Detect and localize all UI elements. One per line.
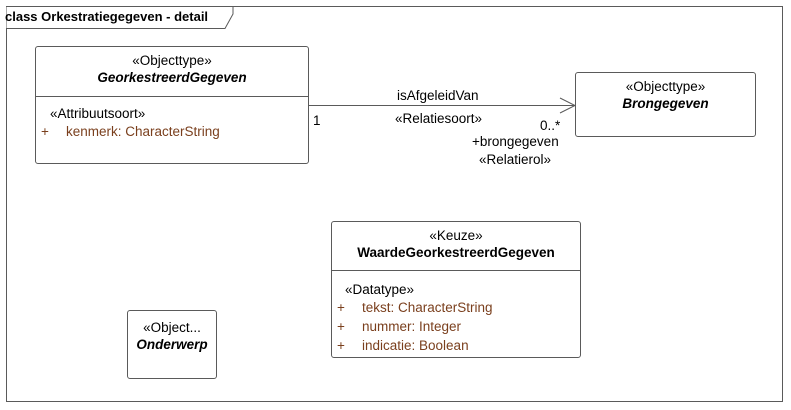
class-onderwerp[interactable]: «Object... Onderwerp xyxy=(127,310,217,379)
source-multiplicity: 1 xyxy=(313,113,321,128)
class-header: «Objecttype» GeorkestreerdGegeven xyxy=(36,47,308,87)
attribute-text: nummer: Integer xyxy=(362,319,462,334)
class-stereotype: «Keuze» xyxy=(429,228,483,243)
class-name: Brongegeven xyxy=(622,96,709,111)
target-multiplicity: 0..* xyxy=(540,118,561,133)
association-name: isAfgeleidVan xyxy=(397,88,479,103)
attribute-row[interactable]: + tekst: CharacterString xyxy=(332,298,580,317)
diagram-frame xyxy=(6,6,783,402)
target-role-stereotype: «Relatierol» xyxy=(479,152,552,167)
attribute-row[interactable]: + indicatie: Boolean xyxy=(332,336,580,355)
class-header: «Object... Onderwerp xyxy=(128,311,216,354)
attribute-text: kenmerk: CharacterString xyxy=(66,124,220,139)
class-stereotype: «Object... xyxy=(143,320,201,335)
attribute-row[interactable]: + nummer: Integer xyxy=(332,317,580,336)
attribute-compartment: «Attribuutsoort» + kenmerk: CharacterStr… xyxy=(36,96,308,141)
target-role: +brongegeven xyxy=(472,134,559,149)
class-brongegeven[interactable]: «Objecttype» Brongegeven xyxy=(575,72,756,137)
diagram-title: class Orkestratiegegeven - detail xyxy=(5,9,209,24)
class-name: Onderwerp xyxy=(136,337,208,352)
attribute-text: indicatie: Boolean xyxy=(362,338,469,353)
visibility-marker: + xyxy=(41,124,49,139)
compartment-stereotype: «Attribuutsoort» xyxy=(50,106,146,121)
association-stereotype: «Relatiesoort» xyxy=(395,111,483,126)
class-georkestreerd-gegeven[interactable]: «Objecttype» GeorkestreerdGegeven «Attri… xyxy=(35,46,309,164)
class-header: «Objecttype» Brongegeven xyxy=(576,73,755,113)
attribute-row[interactable]: + kenmerk: CharacterString xyxy=(36,122,308,141)
visibility-marker: + xyxy=(337,338,345,353)
visibility-marker: + xyxy=(337,319,345,334)
class-name: WaardeGeorkestreerdGegeven xyxy=(357,245,555,260)
attribute-compartment: «Datatype» + tekst: CharacterString + nu… xyxy=(332,270,580,355)
class-name: GeorkestreerdGegeven xyxy=(97,70,247,85)
class-header: «Keuze» WaardeGeorkestreerdGegeven xyxy=(332,222,580,262)
attribute-text: tekst: CharacterString xyxy=(362,300,493,315)
visibility-marker: + xyxy=(337,300,345,315)
class-stereotype: «Objecttype» xyxy=(132,53,212,68)
class-stereotype: «Objecttype» xyxy=(625,79,706,94)
class-waarde-georkestreerd-gegeven[interactable]: «Keuze» WaardeGeorkestreerdGegeven «Data… xyxy=(331,221,581,358)
compartment-stereotype: «Datatype» xyxy=(345,282,415,297)
